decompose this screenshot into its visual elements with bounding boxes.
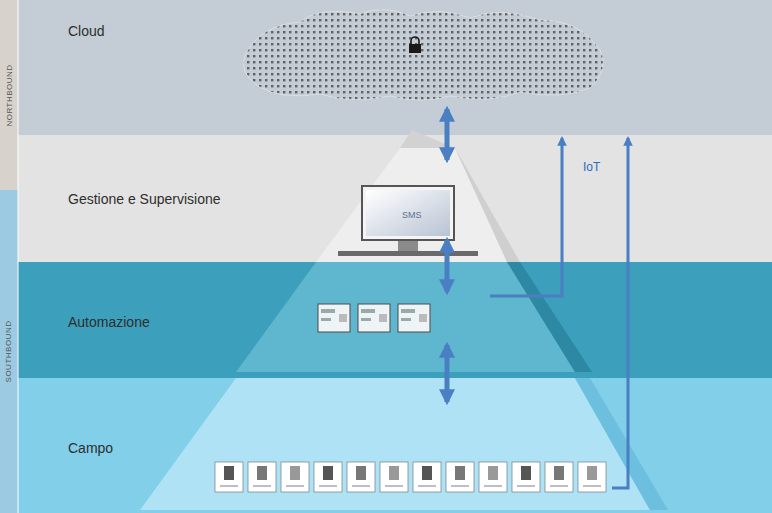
pyramid-field <box>140 378 650 510</box>
device-icon-glyph <box>323 466 333 480</box>
device-icon-frame <box>545 462 573 492</box>
management-band <box>0 135 772 262</box>
device-icon-glyph <box>554 466 564 480</box>
automation-band <box>0 262 772 378</box>
monitor-label: SMS <box>402 210 422 220</box>
device-icon-frame <box>215 462 243 492</box>
management-layer: Gestione e SupervisioneSMS <box>18 135 772 262</box>
monitor-icon <box>338 186 478 256</box>
device-icon-caption-line <box>583 485 601 487</box>
device-icon-frame <box>479 462 507 492</box>
device-icon-caption-line <box>550 485 568 487</box>
field-device-icons <box>215 462 606 492</box>
pyramid-management-side <box>455 148 520 262</box>
field-band <box>0 378 772 513</box>
device-icon-glyph <box>257 466 267 480</box>
device-icon-caption-line <box>451 485 469 487</box>
sms-monitor: SMS <box>366 190 450 236</box>
pyramid-automation-side <box>507 262 592 372</box>
device-icon-frame <box>248 462 276 492</box>
plc-units <box>318 304 430 332</box>
northbound-strip <box>0 0 18 190</box>
device-icon-frame <box>314 462 342 492</box>
device-icon-frame <box>347 462 375 492</box>
device-icon-caption-line <box>286 485 304 487</box>
field-layer: Campo <box>18 378 772 513</box>
cloud-outline <box>243 9 603 100</box>
device-icon-caption-line <box>517 485 535 487</box>
connector-arrow <box>490 138 562 296</box>
side-label: NORTHBOUND <box>5 64 14 126</box>
connector-arrow <box>445 240 450 292</box>
device-icon-caption-line <box>484 485 502 487</box>
device-icon-frame <box>578 462 606 492</box>
layer-name: Cloud <box>68 23 105 39</box>
southbound-strip <box>0 190 18 513</box>
automation-layer: Automazione <box>18 262 772 378</box>
cloud-band <box>0 0 772 135</box>
connector-arrow <box>445 345 450 402</box>
device-icon-glyph <box>455 466 465 480</box>
pyramid-field-side <box>575 378 668 510</box>
device-icon-frame <box>281 462 309 492</box>
connector-arrow <box>612 138 628 488</box>
edge-label: IoT <box>583 160 600 174</box>
layer-name: Automazione <box>68 314 150 330</box>
pyramid-management <box>316 148 507 262</box>
lock-icon <box>409 37 421 53</box>
strip-divider <box>18 0 19 513</box>
device-icon-glyph <box>389 466 399 480</box>
device-icon-caption-line <box>385 485 403 487</box>
device-icon-frame <box>512 462 540 492</box>
device-icon-caption-line <box>319 485 337 487</box>
device-icon-glyph <box>521 466 531 480</box>
device-icon-caption-line <box>220 485 238 487</box>
device-icon-glyph <box>290 466 300 480</box>
device-icon-glyph <box>356 466 366 480</box>
device-icon-glyph <box>488 466 498 480</box>
device-icon-glyph <box>422 466 432 480</box>
cloud-graphic <box>235 0 615 110</box>
device-icon-glyph <box>224 466 234 480</box>
cloud-layer: Cloud <box>18 0 772 135</box>
side-label: SOUTHBOUND <box>4 321 13 383</box>
layer-name: Gestione e Supervisione <box>68 191 221 207</box>
layer-name: Campo <box>68 440 113 456</box>
device-icon-caption-line <box>253 485 271 487</box>
connector-arrow <box>445 109 450 160</box>
device-icon-glyph <box>587 466 597 480</box>
device-icon-caption-line <box>352 485 370 487</box>
device-icon-frame <box>413 462 441 492</box>
device-icon-frame <box>446 462 474 492</box>
device-icon-caption-line <box>418 485 436 487</box>
device-icon-frame <box>380 462 408 492</box>
